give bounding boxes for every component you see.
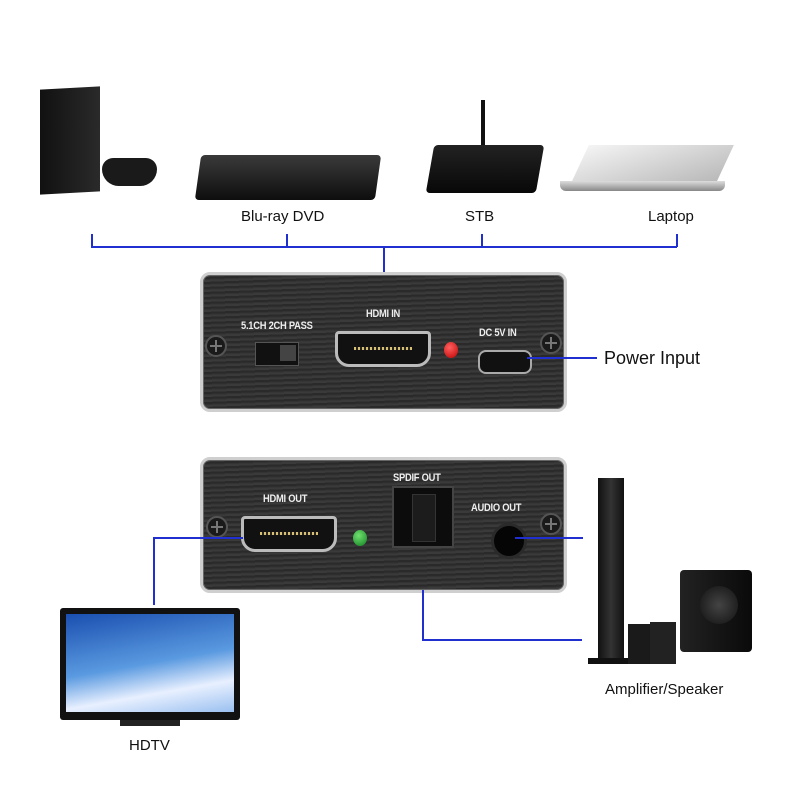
hdmi-out-port[interactable] bbox=[241, 516, 337, 552]
screw-icon bbox=[206, 516, 228, 538]
switch-label: 5.1CH 2CH PASS bbox=[241, 320, 313, 332]
input-panel: 5.1CH 2CH PASS HDMI IN DC 5V IN bbox=[200, 272, 567, 412]
stb-label: STB bbox=[465, 208, 495, 225]
spdif-out-label: SPDIF OUT bbox=[393, 472, 441, 484]
output-panel: HDMI OUT SPDIF OUT AUDIO OUT bbox=[200, 457, 567, 593]
hdtv-label: HDTV bbox=[129, 737, 170, 754]
bus-tick bbox=[91, 234, 93, 247]
spdif-out-line bbox=[422, 639, 582, 641]
hdmi-in-label: HDMI IN bbox=[366, 308, 401, 320]
screw-icon bbox=[540, 332, 562, 354]
bus-to-hdmi-in-line bbox=[383, 246, 385, 274]
speaker-system-image bbox=[588, 478, 758, 673]
hdmi-out-label: HDMI OUT bbox=[263, 493, 308, 505]
hdmi-in-port[interactable] bbox=[335, 331, 431, 367]
dc-in-label: DC 5V IN bbox=[479, 327, 517, 339]
audio-jack-port[interactable] bbox=[491, 523, 527, 559]
screw-icon bbox=[205, 335, 227, 357]
hdmi-out-line bbox=[153, 537, 243, 539]
laptop-image bbox=[560, 145, 734, 195]
bluray-label: Blu-ray DVD bbox=[241, 208, 325, 225]
micro-usb-port[interactable] bbox=[478, 350, 532, 374]
bus-tick bbox=[481, 234, 483, 247]
hdmi-out-line bbox=[153, 537, 155, 605]
stb-image bbox=[425, 100, 545, 195]
bus-tick bbox=[286, 234, 288, 247]
spdif-optical-port[interactable] bbox=[392, 486, 454, 548]
screw-icon bbox=[540, 513, 562, 535]
spdif-out-line bbox=[422, 590, 424, 640]
bluray-player-image bbox=[194, 155, 382, 200]
hdtv-image bbox=[60, 608, 242, 734]
power-input-line bbox=[527, 357, 597, 359]
audio-out-line bbox=[515, 537, 583, 539]
power-led bbox=[444, 342, 458, 358]
laptop-label: Laptop bbox=[648, 208, 694, 225]
status-led bbox=[353, 530, 367, 546]
audio-out-label: AUDIO OUT bbox=[471, 502, 522, 514]
game-console-image bbox=[40, 86, 160, 198]
bus-tick bbox=[676, 234, 678, 247]
mode-switch[interactable] bbox=[255, 342, 299, 366]
power-input-label: Power Input bbox=[604, 348, 701, 368]
speaker-label: Amplifier/Speaker bbox=[605, 681, 724, 698]
